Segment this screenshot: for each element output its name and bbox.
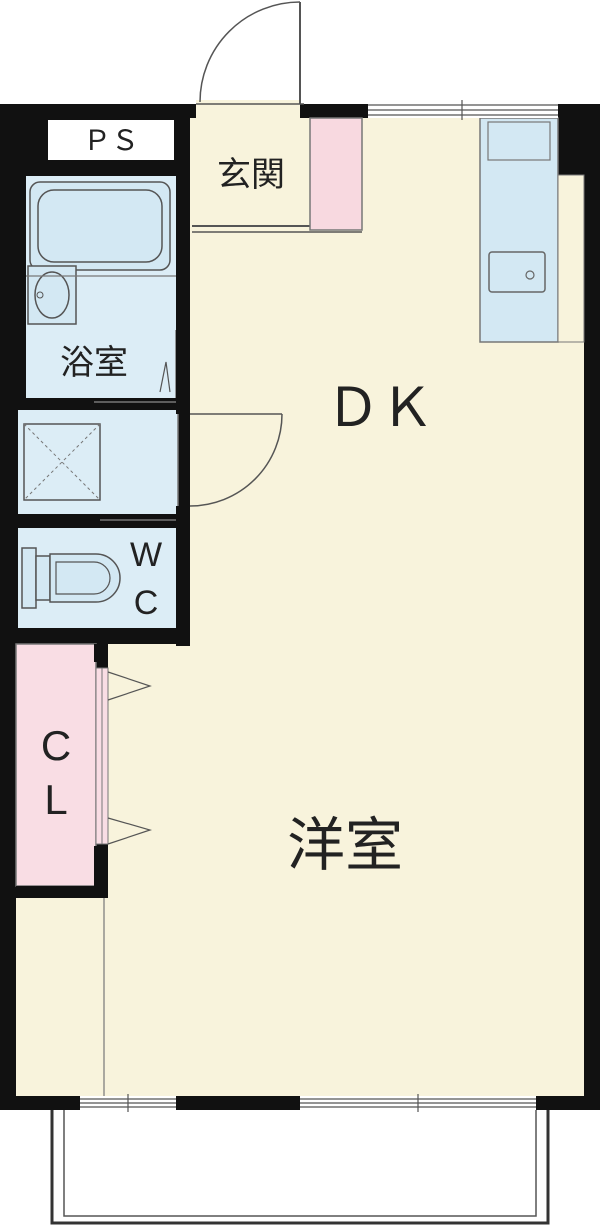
closet [15,643,97,887]
closet-label-l: L [44,776,67,823]
entrance-door [196,1,304,105]
bath-label: 浴室 [60,343,128,383]
wc-label-c: C [134,584,159,622]
kitchen-counter [479,117,559,343]
kitchen-sink-icon [488,251,546,293]
wall-wet-bottom [16,628,190,644]
kitchen-counter-edge [487,121,551,161]
bottom-window-right [300,1094,536,1112]
dk-label: ＤＫ [326,378,434,438]
closet-label-c: C [41,722,71,769]
wall-closet-bottom [16,886,108,898]
bathtub-icon [29,181,171,271]
top-window [368,100,558,120]
ps-label: ＰＳ [83,125,139,156]
kitchen-side-wall [557,174,585,343]
balcony [50,1101,550,1225]
toilet-icon [21,547,121,609]
genkan-label: 玄関 [217,155,285,195]
ps-box [48,120,174,160]
washbasin-icon [27,265,77,325]
wall-closet-right [94,644,108,662]
wall-closet-right-lower [94,846,108,898]
entrance-opening [196,100,300,118]
closet-doors [95,667,153,845]
shoe-cabinet [309,117,363,231]
wall-wet-right-lower [176,506,190,646]
western-room-label: 洋室 [287,811,403,879]
wall-bath-bottom [16,398,94,410]
living-floor [16,118,584,1096]
genkan-floor [192,118,310,226]
washer-pan-icon [23,423,101,501]
bottom-window-left [80,1094,176,1112]
wall-laundry-bottom [16,514,100,528]
wall-wet-right [176,104,190,414]
wc-label-w: W [130,536,162,574]
laundry-swing-door [177,413,283,507]
